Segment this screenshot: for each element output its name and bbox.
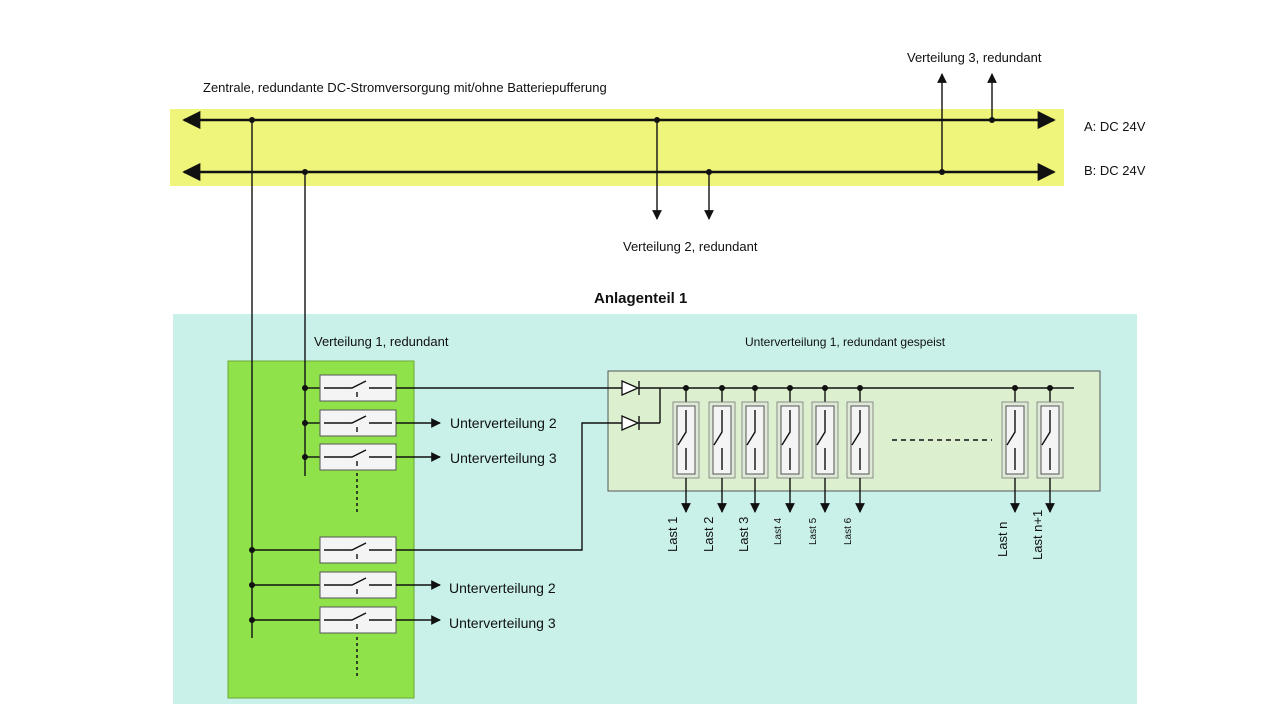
load-breaker-n bbox=[1001, 385, 1029, 513]
load-label-3: Last 3 bbox=[736, 517, 751, 552]
load-label-2: Last 2 bbox=[701, 517, 716, 552]
load-label-1: Last 1 bbox=[665, 517, 680, 552]
load-label-5: Last 5 bbox=[808, 517, 819, 545]
output-unterverteilung3-top: Unterverteilung 3 bbox=[450, 450, 557, 466]
output-unterverteilung3-bottom: Unterverteilung 3 bbox=[449, 615, 556, 631]
diode-icon bbox=[621, 415, 660, 431]
load-breaker-n-plus-1 bbox=[1036, 385, 1064, 513]
bus-a-label: A: DC 24V bbox=[1084, 119, 1146, 134]
verteilung3-label: Verteilung 3, redundant bbox=[907, 50, 1042, 65]
load-breaker-2 bbox=[708, 385, 736, 513]
load-label-4: Last 4 bbox=[773, 517, 784, 545]
main-title: Zentrale, redundante DC-Stromversorgung … bbox=[203, 80, 607, 95]
uv1-feed-a bbox=[396, 422, 622, 551]
circuit-breaker bbox=[319, 571, 397, 599]
output-unterverteilung2-top: Unterverteilung 2 bbox=[450, 415, 557, 431]
verteilung1-bottom-group bbox=[249, 536, 441, 676]
output-unterverteilung2-bottom: Unterverteilung 2 bbox=[449, 580, 556, 596]
load-breaker-5 bbox=[811, 385, 839, 513]
verteilung2-label: Verteilung 2, redundant bbox=[623, 239, 758, 254]
load-breaker-6 bbox=[846, 385, 874, 513]
verteilung1-label: Verteilung 1, redundant bbox=[314, 334, 449, 349]
circuit-breaker bbox=[319, 409, 397, 437]
load-label-6: Last 6 bbox=[843, 517, 854, 545]
load-label-n: Last n bbox=[995, 522, 1010, 557]
load-breakers bbox=[672, 385, 1064, 513]
unterverteilung1-label: Unterverteilung 1, redundant gespeist bbox=[745, 335, 946, 349]
bus-b-label: B: DC 24V bbox=[1084, 163, 1146, 178]
circuit-breaker bbox=[319, 374, 397, 402]
circuit-breaker bbox=[319, 536, 397, 564]
circuit-breaker bbox=[319, 443, 397, 471]
load-label-n-plus-1: Last n+1 bbox=[1030, 510, 1045, 560]
load-breaker-3 bbox=[741, 385, 769, 513]
diode-icon bbox=[621, 380, 660, 396]
load-breaker-4 bbox=[776, 385, 804, 513]
load-breaker-1 bbox=[672, 385, 700, 513]
anlagenteil-title: Anlagenteil 1 bbox=[594, 290, 687, 307]
verteilung1-top-group bbox=[302, 374, 441, 512]
circuit-breaker bbox=[319, 606, 397, 634]
